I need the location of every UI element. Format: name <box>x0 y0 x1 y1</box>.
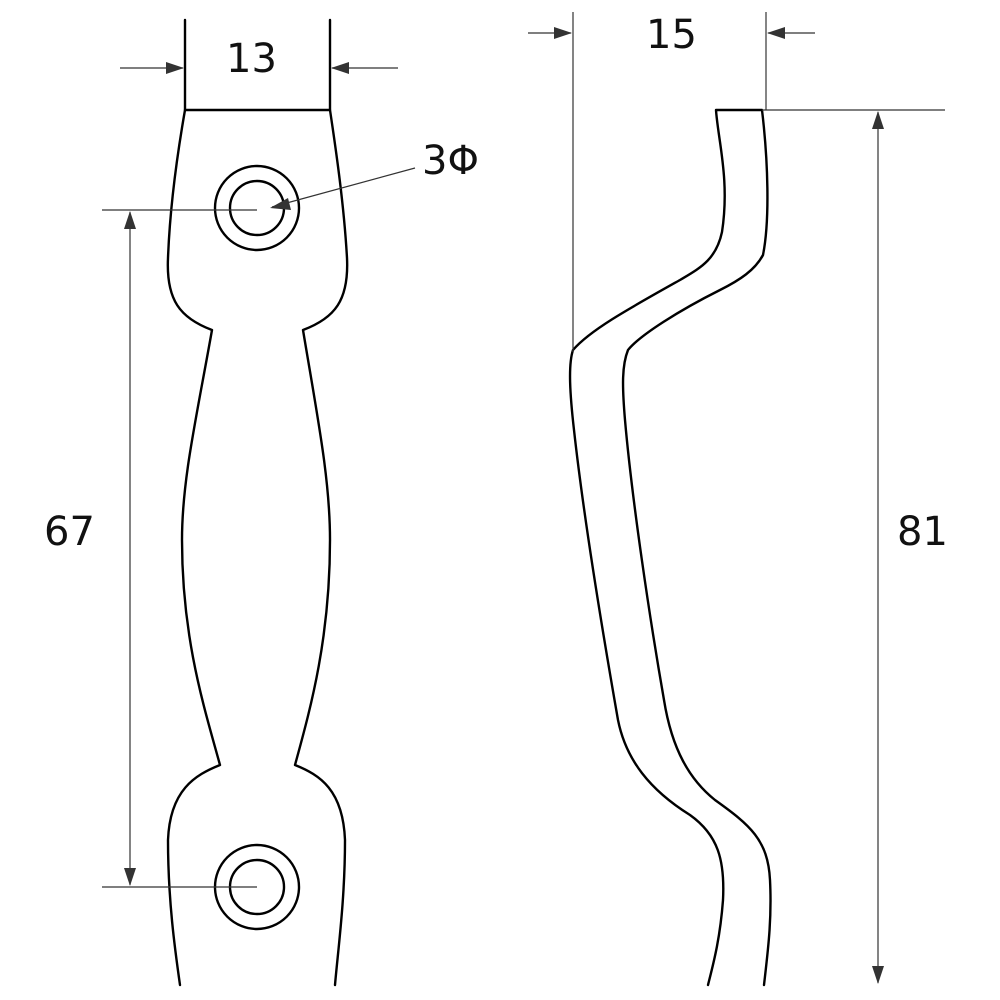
side-view-outline <box>568 108 772 987</box>
dimension-depth-side: 15 <box>528 12 815 58</box>
dimension-depth-side-label: 15 <box>646 12 697 58</box>
dimension-overall-height-label: 81 <box>897 509 948 555</box>
dimension-width-front: 13 <box>120 36 398 82</box>
front-view-outline <box>166 108 349 987</box>
dimension-hole-spacing-label: 67 <box>44 509 95 555</box>
dimension-hole-diameter-label: 3Φ <box>422 138 479 184</box>
front-view <box>166 18 349 987</box>
side-view <box>568 12 945 987</box>
dimension-hole-spacing: 67 <box>44 209 257 888</box>
dimension-hole-diameter: 3Φ <box>270 138 479 210</box>
dimension-width-front-label: 13 <box>226 36 277 82</box>
dimension-overall-height: 81 <box>872 111 948 984</box>
top-hole-outer-ring <box>213 164 301 252</box>
